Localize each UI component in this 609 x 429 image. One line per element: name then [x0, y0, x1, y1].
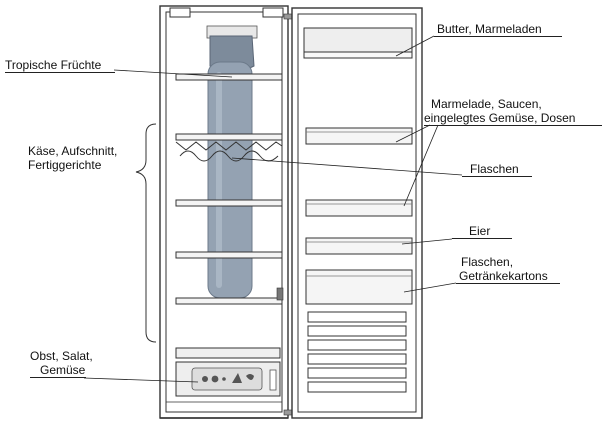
egg-bin: [305, 237, 413, 255]
underline-bottles2: [456, 283, 560, 284]
underline-bottles: [462, 176, 532, 177]
underline-tropical-fruit: [5, 72, 115, 73]
door-bins: [303, 27, 413, 305]
label-butter: Butter, Marmeladen: [437, 22, 542, 36]
label-fruit-line1: Obst, Salat,: [30, 349, 93, 363]
leader-bottles-shelf: [231, 157, 463, 176]
cabinet-top-panel-left: [169, 7, 191, 18]
label-jam-line2: eingelegtes Gemüse, Dosen: [424, 111, 576, 125]
shelf-3: [175, 199, 283, 207]
hinge-bottom: [283, 409, 293, 416]
butter-lid: [303, 51, 413, 59]
cheese-bracket: [135, 123, 157, 343]
underline-eggs: [452, 238, 512, 239]
label-eggs: Eier: [469, 224, 491, 238]
leader-eggs: [401, 238, 453, 245]
underline-jam: [424, 125, 602, 126]
crisper-top: [175, 347, 281, 359]
label-cheese-line2: Fertiggerichte: [28, 158, 102, 172]
door-inner: [297, 13, 417, 413]
leader-fruit: [83, 377, 199, 383]
air-duct-highlight: [216, 72, 222, 288]
label-bottles2-line1: Flaschen,: [461, 255, 514, 269]
leader-lines: [83, 35, 463, 383]
label-tropical-fruit: Tropische Früchte: [5, 58, 102, 72]
shelf-2: [175, 133, 283, 141]
label-bottles2-line2: Getränkekartons: [459, 269, 548, 283]
cabinet-inner: [165, 11, 283, 413]
leader-bottles2: [403, 282, 457, 293]
door-lower-slats: [307, 311, 407, 393]
underline-fruit: [30, 377, 86, 378]
label-jam-line1: Marmelade, Saucen,: [431, 97, 542, 111]
bottle-bin: [305, 269, 413, 305]
shelf-4: [175, 251, 283, 259]
bottle-rack-wave-lower: [179, 150, 279, 162]
shelf-5: [175, 297, 283, 305]
cabinet-top-panel-right: [262, 7, 284, 18]
leader-tropical: [113, 69, 233, 78]
crisper-window: [191, 367, 263, 391]
bottle-rack: [175, 141, 283, 162]
air-duct: [206, 25, 258, 299]
label-cheese-line1: Käse, Aufschnitt,: [28, 144, 118, 158]
crisper-handle: [269, 369, 277, 391]
air-duct-column: [207, 61, 253, 299]
label-fruit-line2: Gemüse: [40, 363, 86, 377]
underline-butter: [434, 36, 562, 37]
label-bottles: Flaschen: [470, 162, 519, 176]
leader-jam: [395, 124, 431, 143]
left-side-marker: [276, 287, 284, 301]
vegetable-icons: [202, 373, 254, 383]
crisper-drawer: [175, 347, 281, 397]
leader-butter: [395, 35, 435, 57]
bottle-rack-wave: [175, 141, 283, 151]
door-bin-2: [305, 199, 413, 217]
leader-bottles-door: [403, 124, 439, 207]
butter-compartment: [303, 27, 413, 53]
